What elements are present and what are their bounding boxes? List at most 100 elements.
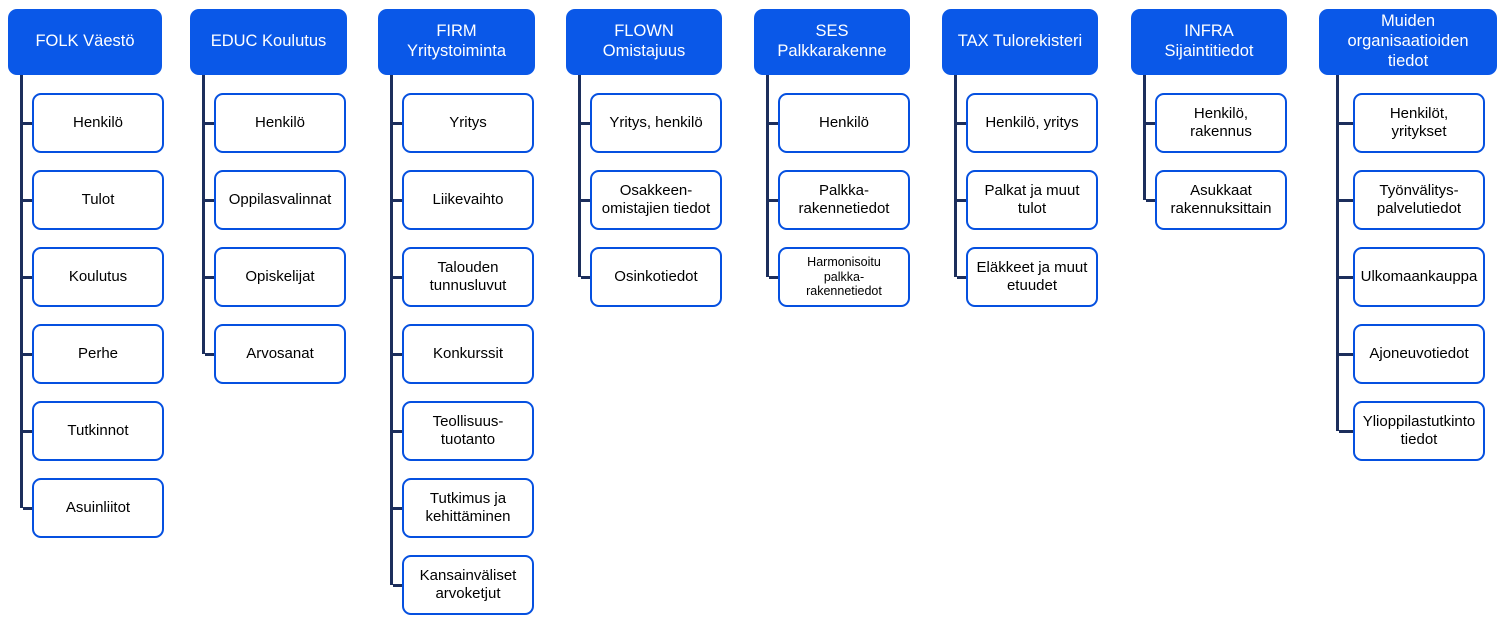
node-wrap: Henkilö bbox=[205, 93, 346, 153]
node-wrap: Opiskelijat bbox=[205, 247, 346, 307]
connector-stub bbox=[23, 275, 32, 279]
node-wrap: Talouden tunnusluvut bbox=[393, 247, 534, 307]
node-osakkeen-omistajien-tiedot: Osakkeen- omistajien tiedot bbox=[590, 170, 722, 230]
connector-line bbox=[390, 75, 393, 585]
node-wrap: Osinkotiedot bbox=[581, 247, 722, 307]
node-wrap: Osakkeen- omistajien tiedot bbox=[581, 170, 722, 230]
node-henkilö: Henkilö bbox=[32, 93, 164, 153]
node-wrap: Tutkimus ja kehittäminen bbox=[393, 478, 534, 538]
node-wrap: Konkurssit bbox=[393, 324, 534, 384]
connector-stub bbox=[581, 198, 590, 202]
connector-stub bbox=[581, 121, 590, 125]
node-wrap: Yritys bbox=[393, 93, 534, 153]
connector-stub bbox=[23, 352, 32, 356]
connector-stub bbox=[23, 429, 32, 433]
connector-line bbox=[954, 75, 957, 277]
connector-line bbox=[202, 75, 205, 354]
node-arvosanat: Arvosanat bbox=[214, 324, 346, 384]
node-tulot: Tulot bbox=[32, 170, 164, 230]
node-wrap: Ylioppilastutkinto tiedot bbox=[1339, 401, 1485, 461]
node-perhe: Perhe bbox=[32, 324, 164, 384]
connector-stub bbox=[1146, 198, 1155, 202]
connector-stub bbox=[1339, 121, 1353, 125]
connector-stub bbox=[205, 121, 214, 125]
connector-stub bbox=[1339, 352, 1353, 356]
node-wrap: Henkilö, rakennus bbox=[1146, 93, 1287, 153]
node-koulutus: Koulutus bbox=[32, 247, 164, 307]
column-header-flown: FLOWN Omistajuus bbox=[566, 9, 722, 75]
column-header-ses: SES Palkkarakenne bbox=[754, 9, 910, 75]
connector-stub bbox=[205, 198, 214, 202]
node-wrap: Eläkkeet ja muut etuudet bbox=[957, 247, 1098, 307]
node-wrap: Liikevaihto bbox=[393, 170, 534, 230]
column-header-tax: TAX Tulorekisteri bbox=[942, 9, 1098, 75]
connector-stub bbox=[1339, 429, 1353, 433]
connector-stub bbox=[957, 198, 966, 202]
connector-stub bbox=[957, 121, 966, 125]
node-tutkimus-ja-kehittäminen: Tutkimus ja kehittäminen bbox=[402, 478, 534, 538]
node-palkat-ja-muut-tulot: Palkat ja muut tulot bbox=[966, 170, 1098, 230]
node-opiskelijat: Opiskelijat bbox=[214, 247, 346, 307]
column-header-infra: INFRA Sijaintitiedot bbox=[1131, 9, 1287, 75]
connector-stub bbox=[393, 275, 402, 279]
node-asuinliitot: Asuinliitot bbox=[32, 478, 164, 538]
connector-stub bbox=[23, 198, 32, 202]
connector-line bbox=[578, 75, 581, 277]
node-wrap: Henkilö bbox=[769, 93, 910, 153]
connector-stub bbox=[769, 121, 778, 125]
connector-stub bbox=[393, 429, 402, 433]
node-harmonisoitu-palkka-rakennetiedot: Harmonisoitu palkka- rakennetiedot bbox=[778, 247, 910, 307]
node-yritys: Yritys bbox=[402, 93, 534, 153]
node-ulkomaankauppa: Ulkomaankauppa bbox=[1353, 247, 1485, 307]
node-wrap: Harmonisoitu palkka- rakennetiedot bbox=[769, 247, 910, 307]
node-osinkotiedot: Osinkotiedot bbox=[590, 247, 722, 307]
connector-stub bbox=[393, 198, 402, 202]
column-header-muiden: Muiden organisaatioiden tiedot bbox=[1319, 9, 1497, 75]
node-eläkkeet-ja-muut-etuudet: Eläkkeet ja muut etuudet bbox=[966, 247, 1098, 307]
column-header-educ: EDUC Koulutus bbox=[190, 9, 347, 75]
node-wrap: Palkat ja muut tulot bbox=[957, 170, 1098, 230]
node-työnvälitys-palvelutiedot: Työnvälitys- palvelutiedot bbox=[1353, 170, 1485, 230]
node-ajoneuvotiedot: Ajoneuvotiedot bbox=[1353, 324, 1485, 384]
node-henkilö: Henkilö bbox=[778, 93, 910, 153]
node-wrap: Asukkaat rakennuksittain bbox=[1146, 170, 1287, 230]
node-wrap: Ajoneuvotiedot bbox=[1339, 324, 1485, 384]
connector-stub bbox=[393, 583, 402, 587]
node-henkilö-yritys: Henkilö, yritys bbox=[966, 93, 1098, 153]
node-wrap: Henkilö, yritys bbox=[957, 93, 1098, 153]
connector-stub bbox=[1339, 275, 1353, 279]
node-yritys-henkilö: Yritys, henkilö bbox=[590, 93, 722, 153]
connector-stub bbox=[23, 121, 32, 125]
node-konkurssit: Konkurssit bbox=[402, 324, 534, 384]
connector-line bbox=[1143, 75, 1146, 200]
node-wrap: Henkilö bbox=[23, 93, 164, 153]
node-wrap: Ulkomaankauppa bbox=[1339, 247, 1485, 307]
column-header-firm: FIRM Yritystoiminta bbox=[378, 9, 535, 75]
node-wrap: Koulutus bbox=[23, 247, 164, 307]
connector-stub bbox=[769, 198, 778, 202]
connector-stub bbox=[205, 275, 214, 279]
connector-stub bbox=[581, 275, 590, 279]
connector-line bbox=[1336, 75, 1339, 431]
node-wrap: Asuinliitot bbox=[23, 478, 164, 538]
connector-stub bbox=[957, 275, 966, 279]
connector-line bbox=[766, 75, 769, 277]
connector-stub bbox=[393, 121, 402, 125]
connector-stub bbox=[23, 506, 32, 510]
node-tutkinnot: Tutkinnot bbox=[32, 401, 164, 461]
node-oppilasvalinnat: Oppilasvalinnat bbox=[214, 170, 346, 230]
node-henkilöt-yritykset: Henkilöt, yritykset bbox=[1353, 93, 1485, 153]
node-wrap: Palkka- rakennetiedot bbox=[769, 170, 910, 230]
node-wrap: Arvosanat bbox=[205, 324, 346, 384]
connector-stub bbox=[1146, 121, 1155, 125]
node-wrap: Teollisuus- tuotanto bbox=[393, 401, 534, 461]
connector-stub bbox=[769, 275, 778, 279]
column-header-folk: FOLK Väestö bbox=[8, 9, 162, 75]
node-teollisuus-tuotanto: Teollisuus- tuotanto bbox=[402, 401, 534, 461]
node-wrap: Yritys, henkilö bbox=[581, 93, 722, 153]
node-henkilö-rakennus: Henkilö, rakennus bbox=[1155, 93, 1287, 153]
